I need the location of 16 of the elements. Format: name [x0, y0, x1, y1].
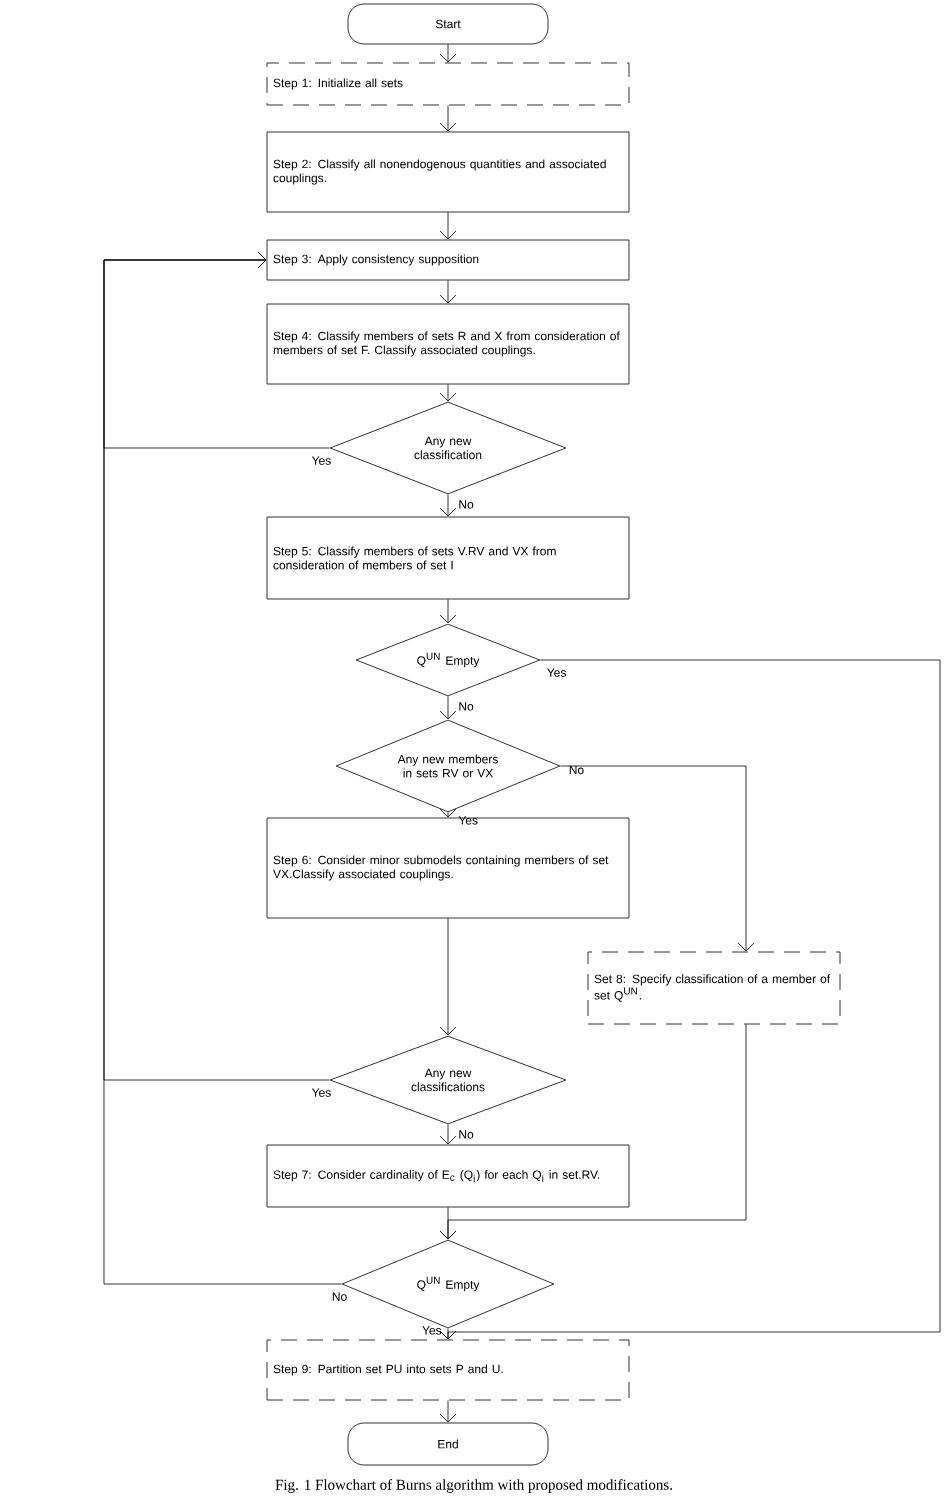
arrow [103, 251, 342, 1285]
arrow [439, 808, 457, 818]
arrow [439, 105, 457, 132]
arrow [439, 212, 457, 240]
arrow [439, 280, 457, 304]
arrow [439, 1124, 457, 1145]
arrow [439, 1207, 457, 1240]
arrow [439, 1400, 457, 1423]
arrow [439, 696, 457, 720]
arrow [560, 765, 755, 952]
arrow [439, 44, 457, 63]
arrow [439, 384, 457, 402]
arrow [439, 918, 457, 1036]
arrow [439, 494, 457, 517]
arrow [439, 1328, 457, 1340]
arrow [439, 599, 457, 624]
